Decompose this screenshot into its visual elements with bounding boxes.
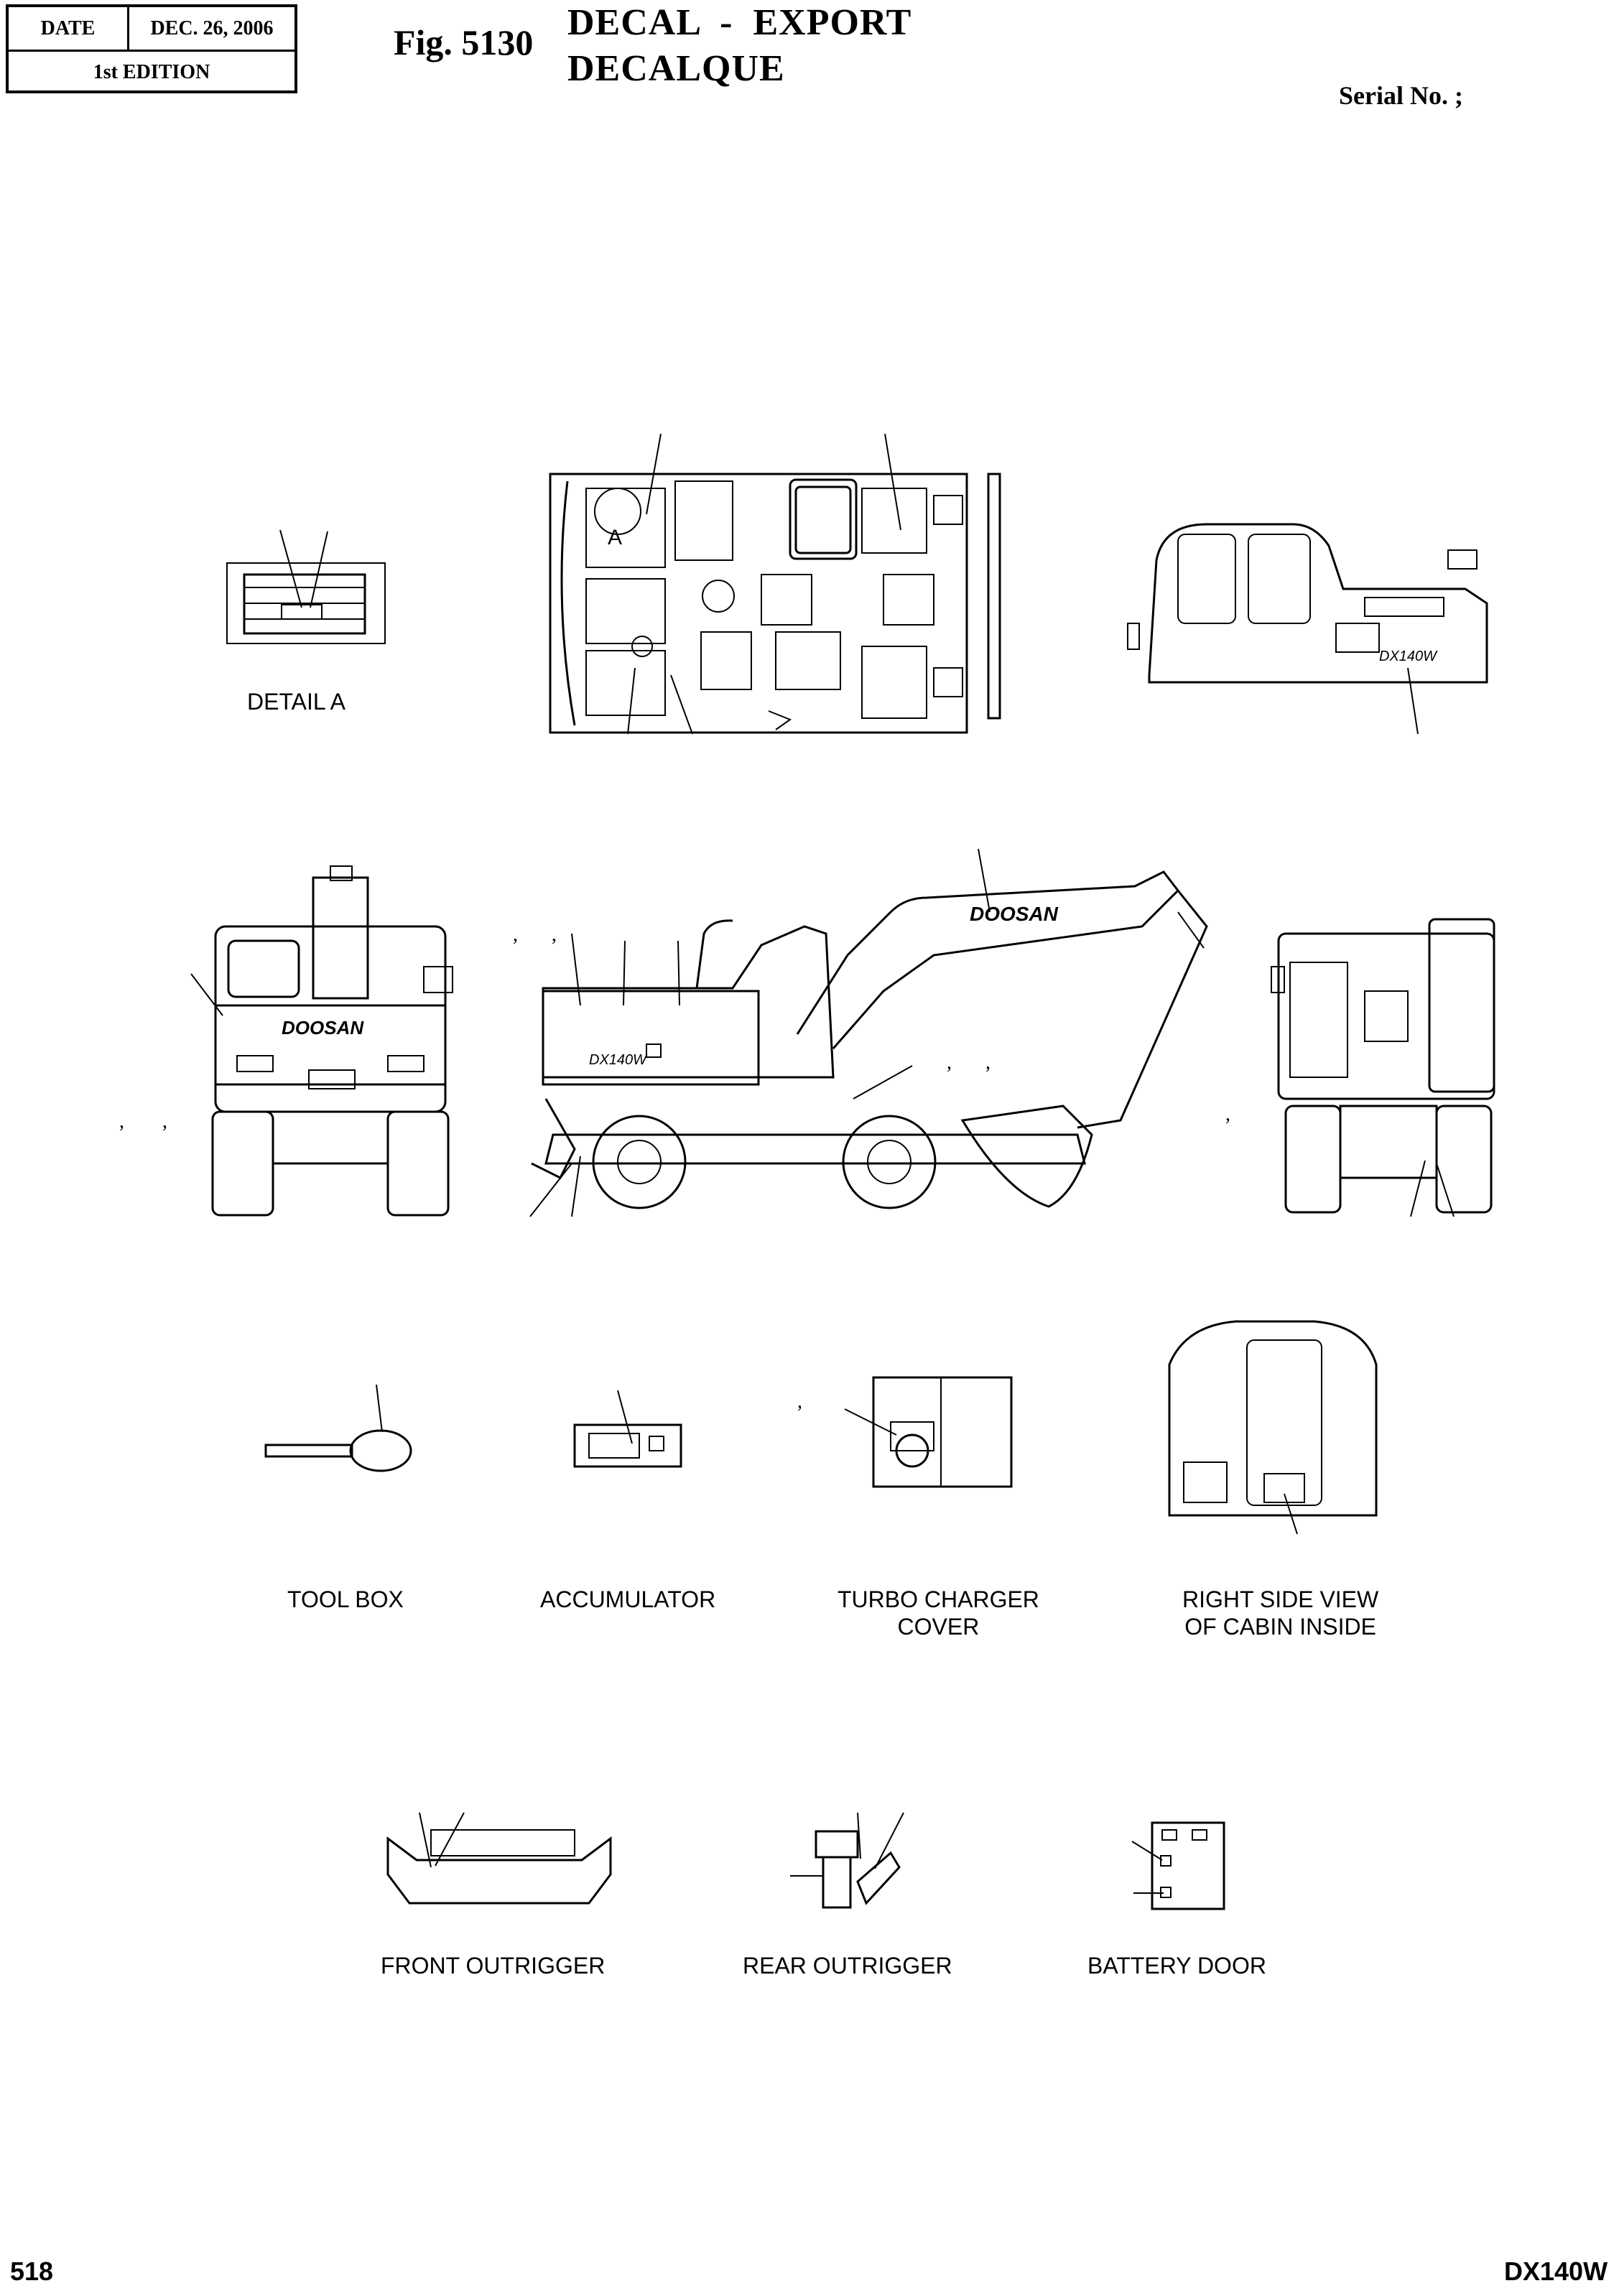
title-line-1: DECAL - EXPORT bbox=[567, 2, 912, 43]
label-cabin-inside: RIGHT SIDE VIEW OF CABIN INSIDE bbox=[1182, 1586, 1379, 1640]
comma-mark: , bbox=[985, 1051, 991, 1074]
rear-brand-logo: DOOSAN bbox=[282, 1017, 364, 1038]
detail-a-callout: A bbox=[608, 526, 622, 549]
date-box: DATE DEC. 26, 2006 1st EDITION bbox=[6, 4, 297, 93]
comma-mark: , bbox=[162, 1110, 167, 1133]
page-number: 518 bbox=[10, 2257, 54, 2286]
front-outrigger-drawing bbox=[386, 1812, 612, 1905]
side-model-badge: DX140W bbox=[589, 1052, 648, 1068]
label-accumulator: ACCUMULATOR bbox=[540, 1586, 716, 1612]
comma-mark: , bbox=[513, 924, 518, 946]
accumulator-drawing bbox=[573, 1390, 682, 1468]
battery-door-drawing bbox=[1131, 1821, 1225, 1910]
label-detail-a: DETAIL A bbox=[247, 689, 345, 715]
comma-mark: , bbox=[797, 1390, 802, 1413]
model-name: DX140W bbox=[1504, 2257, 1608, 2286]
date-value: DEC. 26, 2006 bbox=[150, 17, 274, 39]
comma-mark: , bbox=[947, 1051, 952, 1074]
turbo-charger-drawing: , bbox=[797, 1376, 1013, 1488]
date-row: DATE DEC. 26, 2006 bbox=[9, 7, 294, 52]
serial-number-label: Serial No. ; bbox=[1339, 81, 1463, 110]
label-rear-outrigger: REAR OUTRIGGER bbox=[743, 1953, 952, 1979]
cabin-side-drawing: DX140W bbox=[1127, 523, 1488, 735]
rear-outrigger-drawing bbox=[790, 1812, 904, 1909]
comma-mark: , bbox=[552, 924, 557, 946]
comma-mark: , bbox=[119, 1110, 124, 1133]
label-turbo-charger-cover: TURBO CHARGER COVER bbox=[838, 1586, 1039, 1640]
label-tool-box: TOOL BOX bbox=[287, 1586, 404, 1612]
edition-label: 1st EDITION bbox=[93, 61, 210, 83]
date-label: DATE bbox=[9, 7, 129, 50]
title-line-2: DECALQUE bbox=[567, 48, 785, 89]
boom-brand-logo: DOOSAN bbox=[970, 903, 1059, 925]
figure-number: Fig. 5130 bbox=[394, 22, 534, 62]
cabin-inside-drawing bbox=[1168, 1320, 1378, 1535]
detail-a-drawing bbox=[226, 529, 386, 644]
rear-view-drawing: DOOSAN , , bbox=[119, 865, 453, 1217]
front-view-drawing: , bbox=[1225, 918, 1495, 1217]
label-battery-door: BATTERY DOOR bbox=[1087, 1953, 1266, 1979]
excavator-side-drawing: DX140W DOOSAN , , , , bbox=[513, 848, 1208, 1217]
comma-mark: , bbox=[1225, 1103, 1230, 1125]
top-view-drawing: A bbox=[549, 433, 1001, 735]
tool-box-drawing bbox=[264, 1384, 412, 1472]
cabin-model-badge: DX140W bbox=[1379, 649, 1438, 664]
label-front-outrigger: FRONT OUTRIGGER bbox=[381, 1953, 606, 1979]
